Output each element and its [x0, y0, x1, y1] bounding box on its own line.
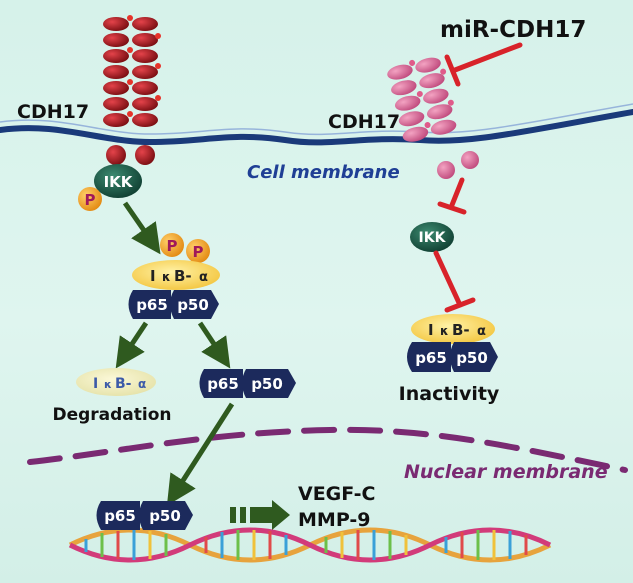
- phospho-ikk: [78, 187, 102, 211]
- cell-membrane-line: [0, 109, 633, 146]
- ikba-inactive-a: α: [477, 324, 486, 339]
- ikk-active-label: IKK: [104, 173, 134, 191]
- mmp-9-label: MMP-9: [298, 509, 371, 531]
- cdh17-inhibited-label: CDH17: [328, 111, 400, 133]
- ikba-active-i: I: [150, 267, 156, 285]
- p65-p50-cytoplasm-complex: [128, 290, 219, 319]
- ikba-degraded-a: α: [138, 377, 146, 391]
- ikk-inactive-label: IKK: [419, 230, 447, 246]
- ikba-inactive: [411, 314, 495, 344]
- arrow-to-release: [197, 321, 231, 369]
- phospho-ikba-2: [186, 239, 210, 263]
- mir-inhibition-arrow: [444, 42, 523, 87]
- cdh17-active-label: CDH17: [17, 101, 89, 123]
- ikba-inactive-i: I: [428, 321, 434, 339]
- phospho-ikba-1-label: P: [167, 237, 178, 255]
- p65-p50-nuclear-complex: [96, 501, 193, 530]
- p65-label: p65: [136, 296, 168, 314]
- p50-label: p50: [251, 375, 283, 393]
- p65-p50-inactive-complex: [407, 342, 498, 372]
- cdh17-inhibited-receptor: [387, 57, 457, 142]
- degradation-label: Degradation: [52, 405, 171, 425]
- ikba-active-k: κ: [162, 270, 171, 284]
- ikba-inactive-k: κ: [440, 324, 449, 338]
- ikba-inactive-b: B-: [452, 321, 470, 339]
- ikba-active: [132, 260, 220, 290]
- p65-p50-free: [199, 369, 296, 398]
- arrow-ikk-to-ikba: [122, 201, 161, 255]
- p65-label: p65: [207, 375, 239, 393]
- phospho-ikba-2-label: P: [193, 243, 204, 261]
- mir-cdh17-label: miR-CDH17: [440, 17, 586, 43]
- ikba-degraded: [76, 368, 156, 396]
- p50-label: p50: [177, 296, 209, 314]
- cdh17-inhibited-knob: [437, 161, 455, 179]
- cdh17-active-receptor: [103, 15, 161, 165]
- cell-membrane-label: Cell membrane: [247, 162, 400, 183]
- transcription-arrow: [230, 500, 290, 530]
- cdh17-inhibited-knob: [461, 151, 479, 169]
- nuclear-membrane-line: [27, 426, 628, 473]
- ikk-active: [94, 164, 142, 198]
- ikba-active-a: α: [199, 270, 208, 285]
- p50-label: p50: [456, 349, 488, 367]
- p50-label: p50: [149, 507, 181, 525]
- ikba-degraded-b: B-: [115, 376, 132, 392]
- ikba-degraded-i: I: [93, 376, 98, 392]
- arrow-nuclear-translocation: [166, 402, 235, 506]
- nuclear-membrane-label: Nuclear membrane: [404, 461, 608, 483]
- dna-helix: [68, 527, 552, 563]
- p65-label: p65: [415, 349, 447, 367]
- ikba-degraded-k: κ: [104, 378, 112, 391]
- ikba-active-b: B-: [174, 267, 192, 285]
- inhibition-cdh17-to-ikk: [437, 177, 467, 215]
- inhibition-ikk-to-complex: [433, 250, 476, 313]
- p65-label: p65: [104, 507, 136, 525]
- inactivity-label: Inactivity: [399, 383, 500, 405]
- arrow-to-degradation: [115, 321, 149, 369]
- phospho-ikk-label: P: [85, 191, 96, 209]
- vegf-c-label: VEGF-C: [298, 483, 376, 505]
- ikk-inactive: [410, 222, 454, 252]
- phospho-ikba-1: [160, 233, 184, 257]
